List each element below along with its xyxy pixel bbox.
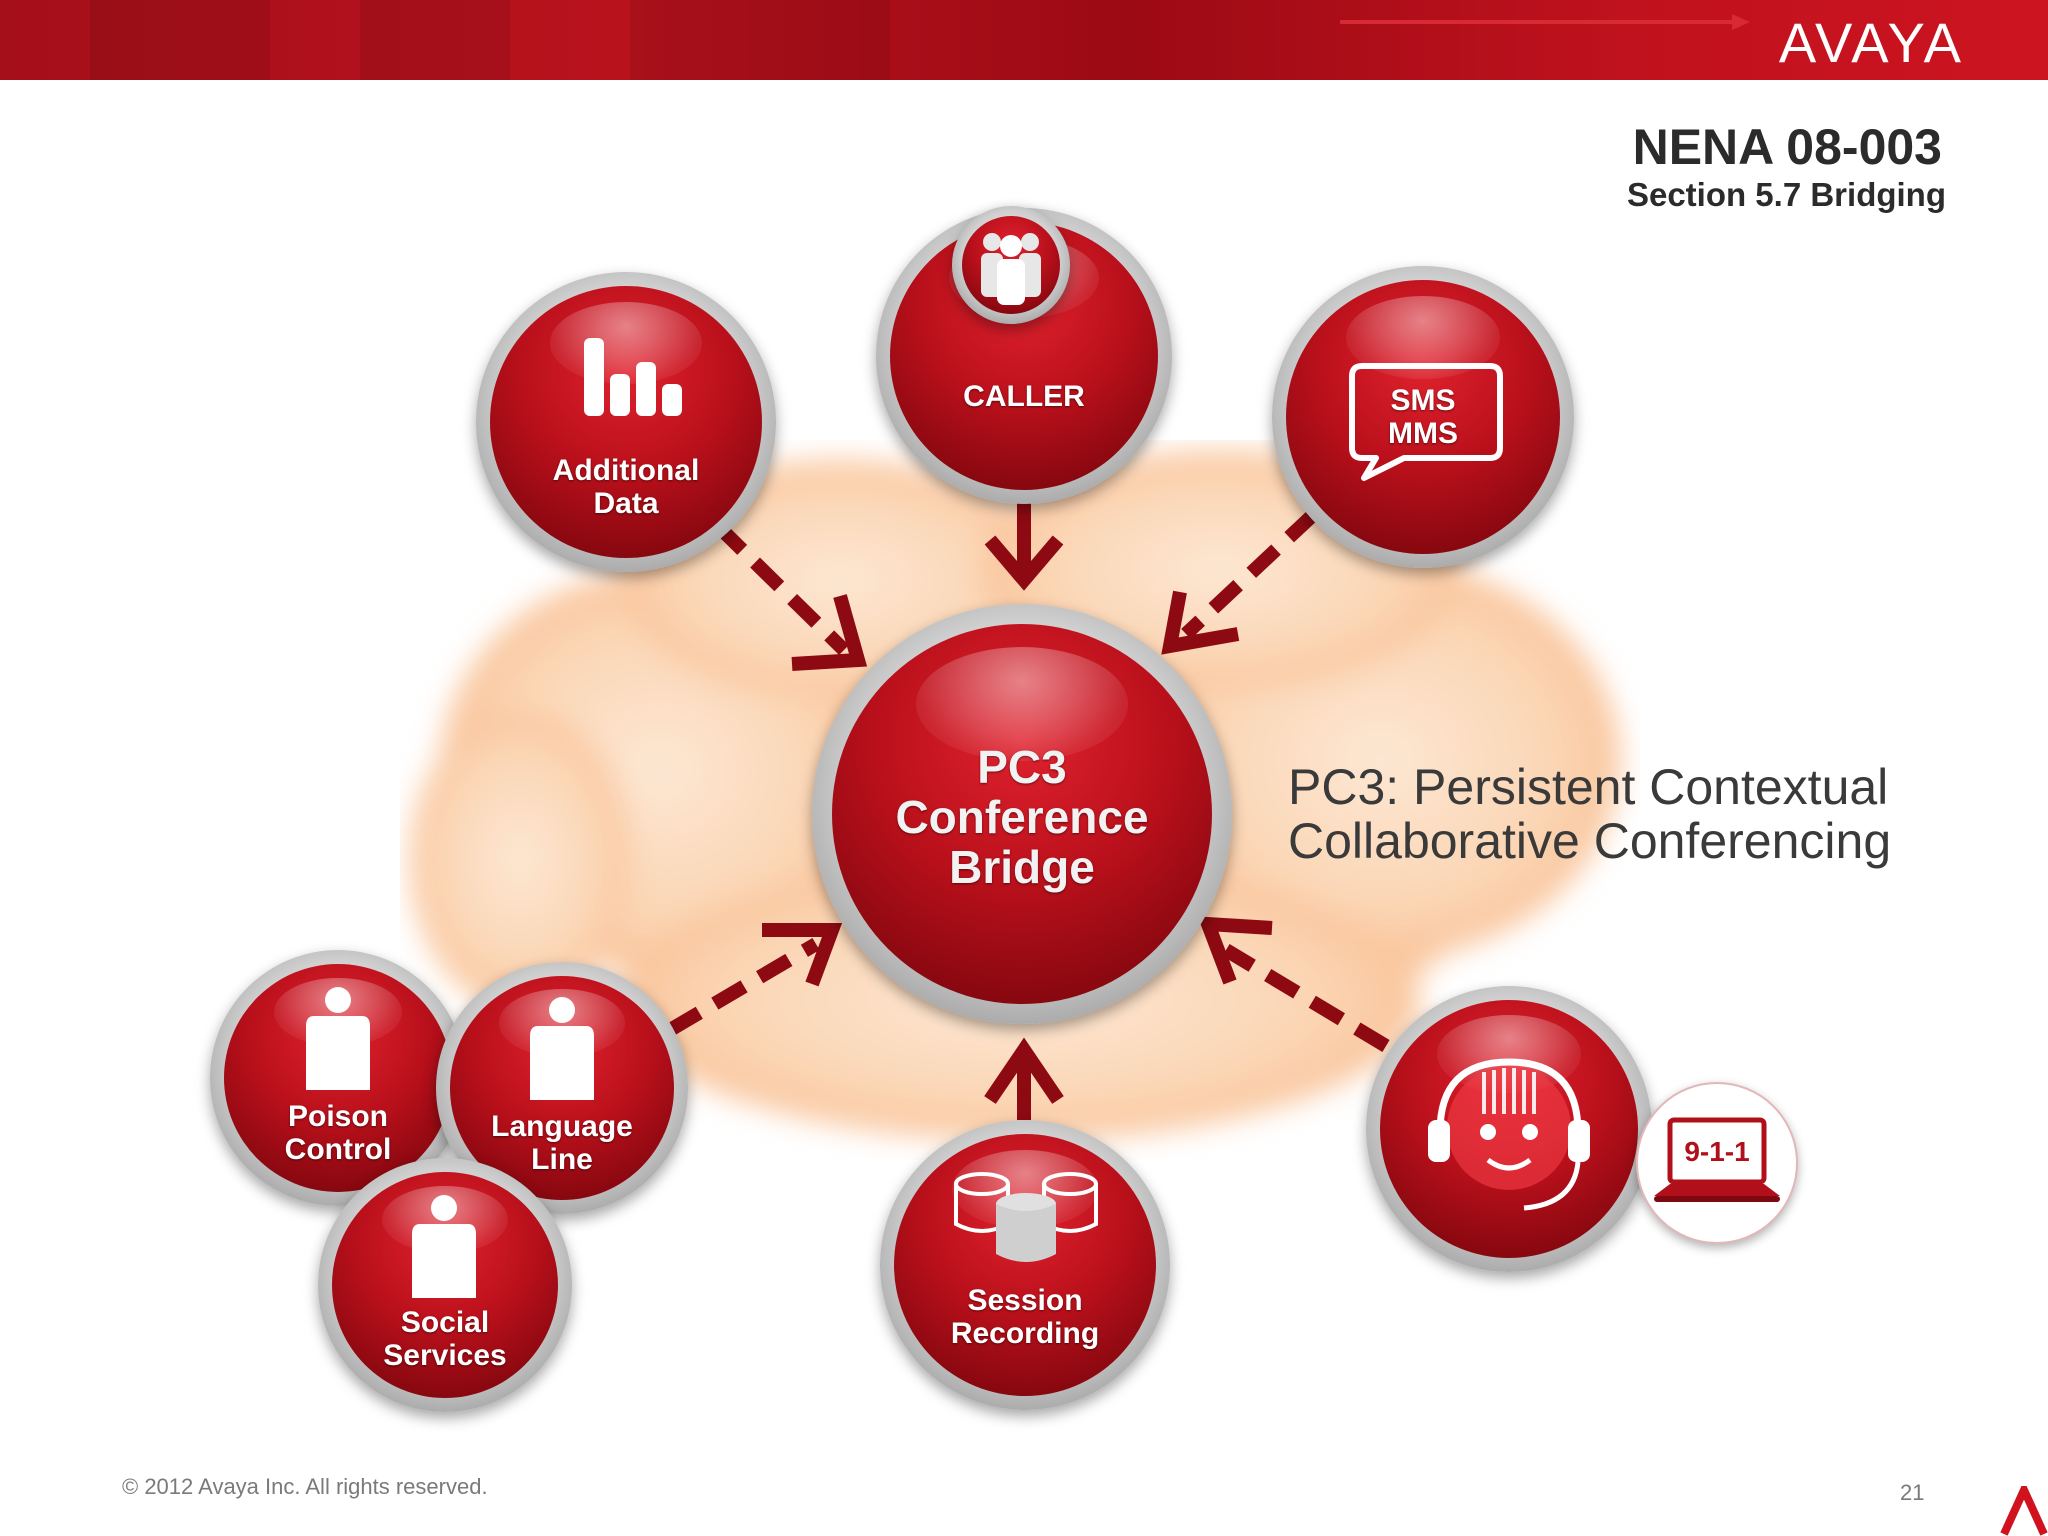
person-icon (530, 997, 594, 1100)
node-language-line: Language Line (436, 962, 688, 1214)
headset-agent-icon (1428, 1058, 1590, 1211)
laptop-badge: 9-1-1 (1636, 1082, 1798, 1244)
node-session-recording: Session Recording (880, 1120, 1170, 1410)
pc3-definition: PC3: Persistent Contextual Collaborative… (1288, 760, 2008, 868)
bar-chart-icon (584, 338, 682, 416)
arrowhead-agencies (762, 923, 843, 987)
node-label: Language (491, 1110, 633, 1143)
node-poison-control: Poison Control (210, 950, 466, 1206)
caller-label: CALLER (963, 380, 1085, 413)
arrowhead-recording (984, 1037, 1064, 1104)
arrowhead-caller (984, 535, 1064, 591)
arrow-agencies (666, 937, 820, 1037)
header-bar: AVAYA (0, 0, 2048, 80)
header-stripe (90, 0, 270, 80)
node-call-taker (1366, 986, 1652, 1272)
laptop-icon (1654, 1117, 1780, 1202)
header-stripe (630, 0, 890, 80)
speech-bubble-icon (1349, 363, 1503, 481)
bridge-label-line1: PC3 (977, 741, 1067, 793)
arrow-sms (1181, 508, 1319, 640)
person-icon (412, 1195, 476, 1298)
node-label: Line (531, 1143, 593, 1176)
arrowhead-call-taker (1197, 916, 1273, 985)
node-label: Session (967, 1284, 1083, 1317)
node-label: Recording (950, 1317, 1100, 1350)
node-sms-mms: SMS MMS (1272, 266, 1574, 568)
node-label: Data (593, 487, 659, 520)
node-label: Additional (552, 454, 700, 487)
page-subtitle: Section 5.7 Bridging (1626, 176, 1946, 213)
definition-line: Collaborative Conferencing (1288, 813, 1892, 869)
person-icon (306, 987, 370, 1090)
header-stripe (360, 0, 510, 80)
definition-line: PC3: Persistent Contextual (1288, 759, 1889, 815)
avaya-logo: AVAYA (1778, 11, 1964, 74)
copyright: © 2012 Avaya Inc. All rights reserved. (122, 1474, 488, 1499)
node-label: SMS (1390, 384, 1456, 417)
node-label: Control (284, 1133, 392, 1166)
caller-group-icon (952, 206, 1070, 324)
node-social-services: Social Services (318, 1158, 572, 1412)
database-icon (954, 1172, 1098, 1262)
pc3-conference-bridge: PC3 Conference Bridge (812, 604, 1232, 1024)
arrow-additional-data (713, 521, 849, 655)
node-label: MMS (1388, 417, 1458, 450)
arrow-call-taker (1222, 943, 1390, 1053)
node-label: Social (400, 1306, 490, 1339)
page-title: NENA 08-003 (1632, 119, 1942, 175)
node-label: Poison (287, 1100, 388, 1133)
node-additional-data: Additional Data (476, 272, 776, 572)
arrowhead-additional-data (791, 594, 868, 671)
logo-arrow-icon (1340, 14, 1750, 30)
arrowhead-sms (1161, 590, 1240, 655)
page-number: 21 (1900, 1480, 1925, 1505)
avaya-corner-logo-icon (2000, 1486, 2048, 1536)
bridge-label-line2: Conference (895, 791, 1149, 843)
bridge-label-line3: Bridge (949, 841, 1095, 893)
node-label: Services (383, 1339, 507, 1372)
people-icon (981, 233, 1041, 305)
emergency-number: 9-1-1 (1684, 1136, 1750, 1167)
